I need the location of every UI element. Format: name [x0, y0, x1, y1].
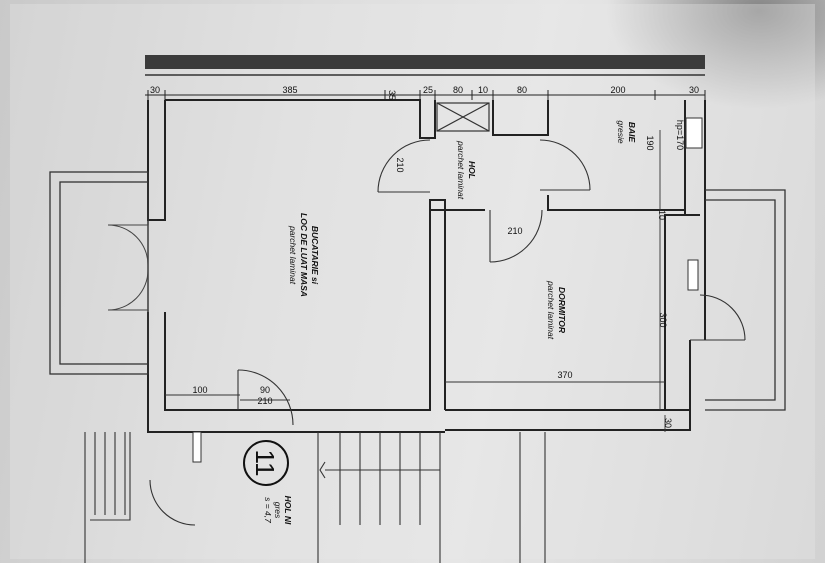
top-dimension-ticks [147, 90, 706, 100]
room-hol-ni-floor: gres [273, 502, 283, 519]
dim-door-210: 210 [257, 396, 272, 406]
room-hol-ni-area: s = 4,7 [263, 497, 273, 523]
dim-bedroom-width: 370 [557, 370, 572, 380]
dim-between-10: 10 [657, 210, 667, 220]
room-baie-floor: gresie [616, 120, 626, 143]
inner-dimension-lines [165, 130, 666, 432]
dim-door-90: 90 [260, 385, 270, 395]
dim-top-80-a: 80 [453, 85, 463, 95]
ventilation-shaft [436, 102, 490, 132]
dim-right-300: 300 [658, 312, 668, 327]
room-bucatarie-name-2: LOC DE LUAT MASA [299, 213, 309, 297]
room-baie-name: BAIE [627, 122, 637, 143]
room-hol-ni: HOL NI gres s = 4,7 [263, 496, 293, 525]
apartment-number: 11 [250, 450, 280, 477]
top-dimension-labels: 30 385 35 25 80 10 80 200 30 [150, 85, 699, 100]
room-hol-ni-name: HOL NI [283, 496, 293, 525]
right-balcony [705, 189, 786, 411]
room-hol-name: HOL [467, 161, 477, 179]
dim-hp: hp=170 [675, 120, 685, 150]
dim-right-30: 30 [663, 418, 673, 428]
stairwell [84, 432, 546, 563]
dim-bedroom-door: 210 [507, 226, 522, 236]
entry-door [237, 369, 294, 426]
room-dormitor: DORMITOR parchet laminat [546, 280, 567, 340]
dim-top-10: 10 [478, 85, 488, 95]
room-dormitor-name: DORMITOR [557, 287, 567, 334]
dim-baie-height: 190 [645, 135, 655, 150]
top-wall-band [145, 55, 705, 69]
room-hol: HOL parchet laminat [456, 140, 477, 200]
room-dormitor-floor: parchet laminat [546, 280, 556, 340]
hol-door-swings [377, 139, 591, 263]
dim-top-80-b: 80 [517, 85, 527, 95]
bedroom-balcony-door [690, 294, 746, 341]
dim-top-25: 25 [423, 85, 433, 95]
outer-walls [147, 99, 706, 433]
room-bucatarie: BUCATARIE si LOC DE LUAT MASA parchet la… [288, 213, 320, 297]
room-hol-floor: parchet laminat [456, 140, 466, 200]
balcony-door [107, 224, 149, 311]
dim-top-35: 35 [387, 90, 397, 100]
apartment-number-circle [243, 440, 289, 486]
dim-bottom-100: 100 [192, 385, 207, 395]
dim-top-30-left: 30 [150, 85, 160, 95]
windows [192, 117, 703, 463]
dim-hol-door: 210 [395, 157, 405, 172]
room-baie: BAIE gresie [616, 120, 637, 143]
room-bucatarie-floor: parchet laminat [288, 225, 298, 285]
dim-top-30-right: 30 [689, 85, 699, 95]
paper-sheet [10, 4, 815, 559]
room-bucatarie-name-1: BUCATARIE si [310, 226, 320, 285]
dim-top-385: 385 [282, 85, 297, 95]
dim-top-200: 200 [610, 85, 625, 95]
